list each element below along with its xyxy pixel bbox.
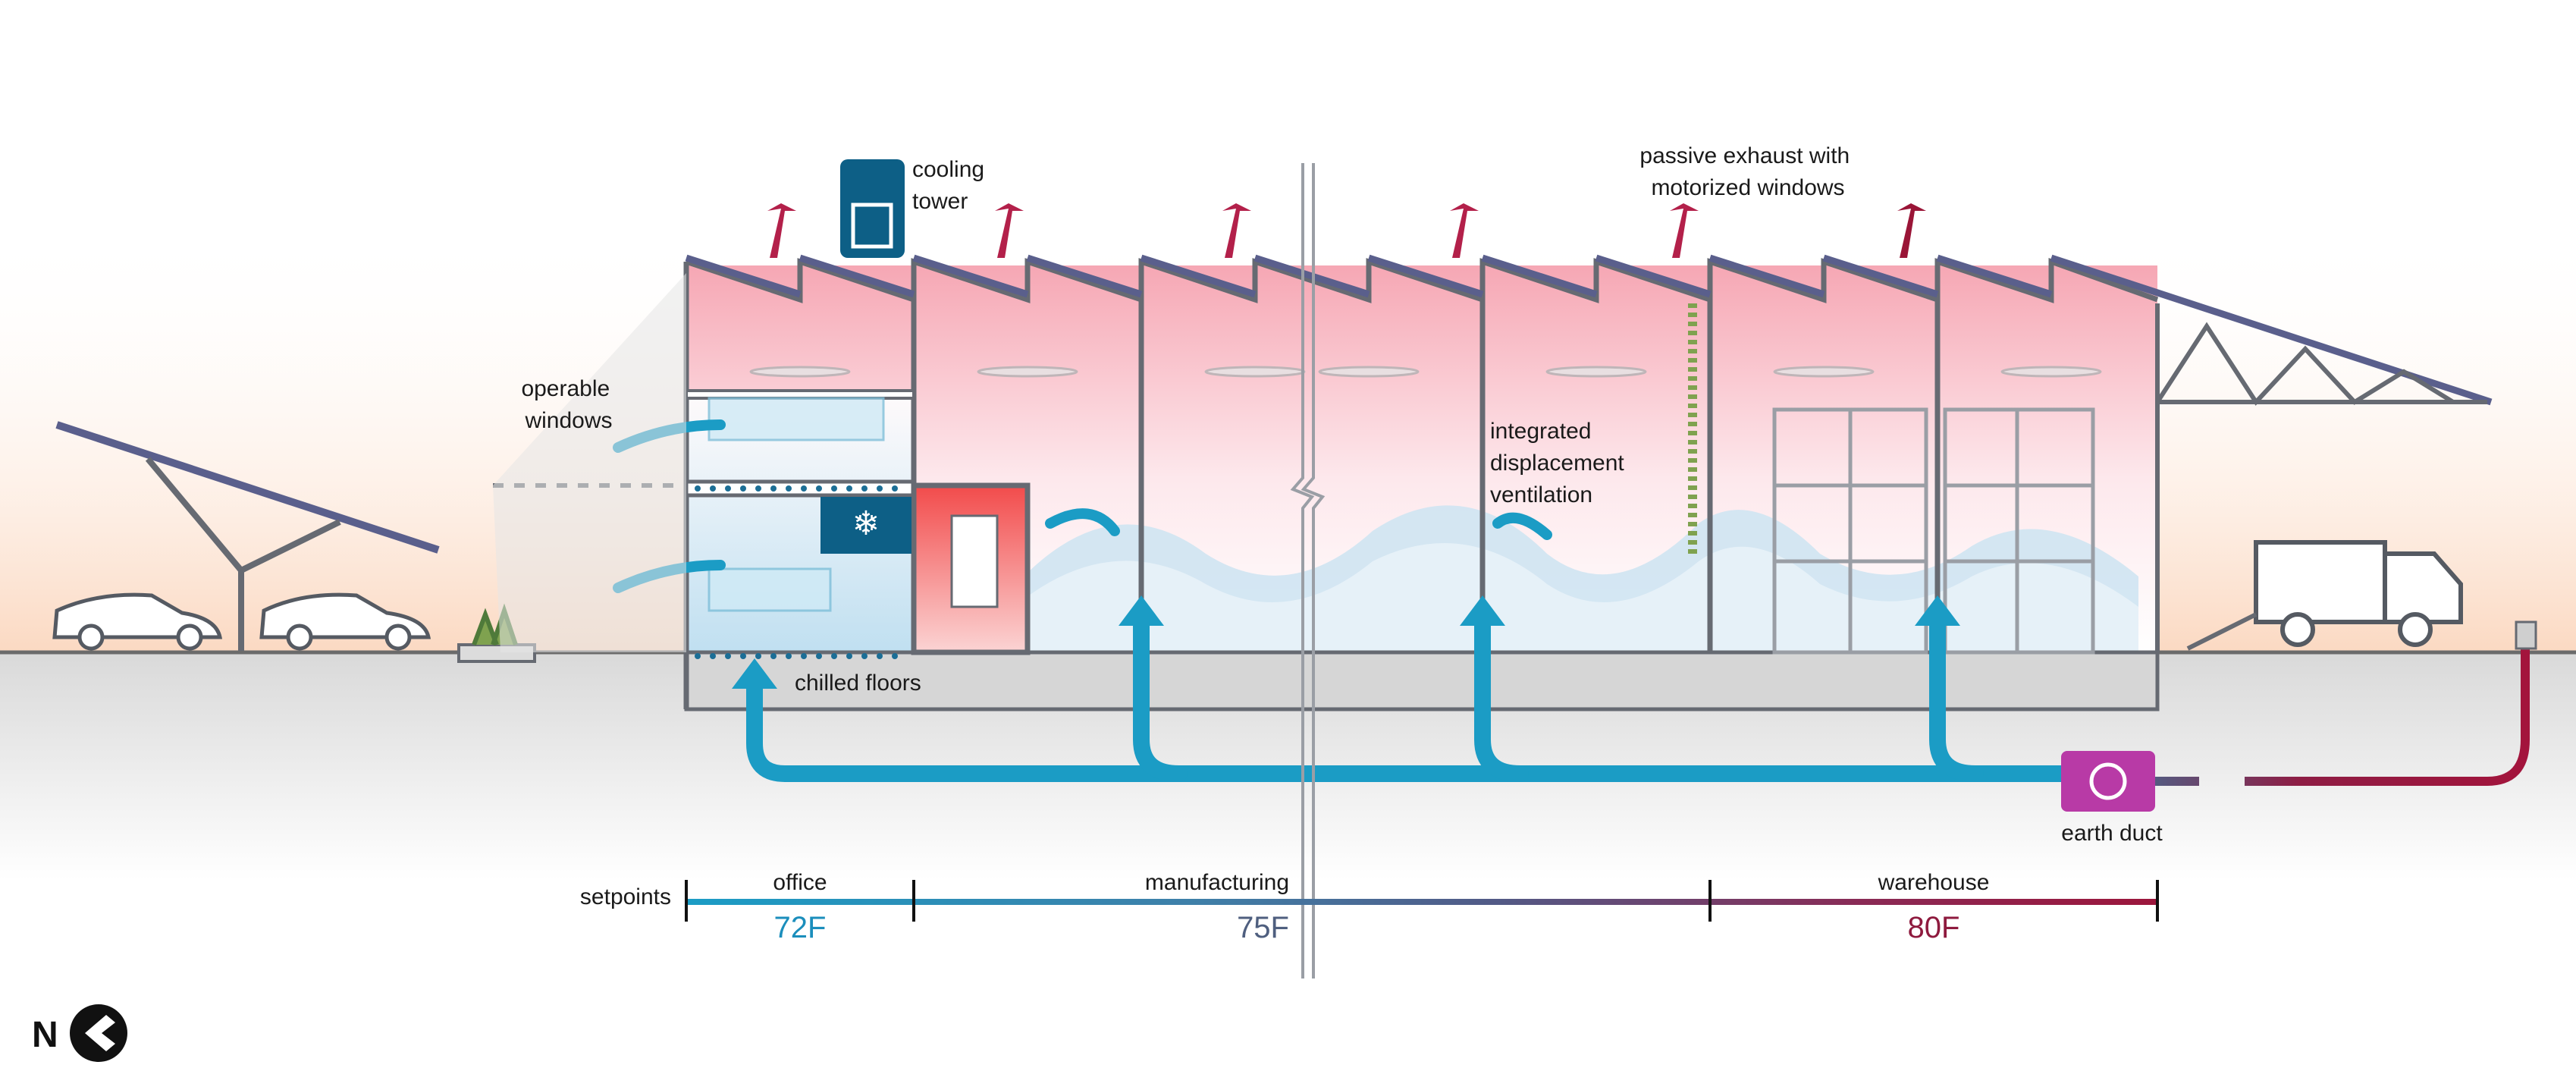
sawtooth-roof [685, 258, 2159, 303]
setpoints-bar [686, 899, 2157, 905]
zone-manufacturing-name: manufacturing [1145, 870, 1289, 895]
chilled-floor-dots [695, 485, 898, 659]
foundation-slab [684, 650, 2160, 711]
office-window-lower [708, 567, 832, 612]
parked-cars [52, 592, 431, 651]
zone-warehouse-value: 80F [1908, 911, 1960, 944]
logo-letter: N [32, 1015, 58, 1055]
loading-canopy-truss [2155, 303, 2487, 652]
setpoints-ticks [685, 880, 2159, 922]
chilled-floors-label: chilled floors [795, 671, 921, 696]
zone-office-value: 72F [774, 911, 827, 944]
zone-office-name: office [773, 870, 827, 895]
loading-ramp [2186, 612, 2258, 651]
supply-arrowheads [732, 595, 1960, 689]
exhaust-arrows [767, 203, 1926, 258]
office-window-upper [708, 397, 885, 441]
delivery-truck [2254, 540, 2463, 647]
zone-manufacturing-value: 75F [1237, 911, 1289, 944]
earth-duct-fan-icon [2061, 751, 2155, 812]
intake-vent [2515, 620, 2537, 650]
parking-canopy [145, 457, 341, 651]
section-break-line [1290, 163, 1315, 978]
zone-warehouse-name: warehouse [1878, 870, 1990, 895]
clean-room-door [950, 514, 999, 608]
operable-windows-label: operable windows [521, 376, 616, 433]
cooling-tower-icon [840, 159, 905, 258]
setpoints-title: setpoints [580, 884, 671, 909]
light-beam [493, 273, 686, 652]
passive-exhaust-label: passive exhaust with motorized windows [1639, 143, 1856, 200]
warehouse-racks [1772, 407, 2095, 655]
earth-duct-intake [2150, 649, 2530, 786]
integrated-ventilation-label: integrated displacement ventilation [1490, 419, 1630, 507]
chiller-unit-icon [820, 497, 911, 554]
parking-solar-panel [55, 421, 440, 554]
ceiling-fans [749, 366, 2102, 378]
logo-mark-icon [70, 1004, 127, 1062]
earth-duct-label: earth duct [2061, 821, 2163, 846]
earth-duct-pipe [746, 606, 2090, 782]
cooling-tower-label: cooling tower [912, 157, 990, 214]
roof-solar-panels [685, 254, 2493, 406]
snowflake-icon: ❄ [852, 504, 880, 543]
